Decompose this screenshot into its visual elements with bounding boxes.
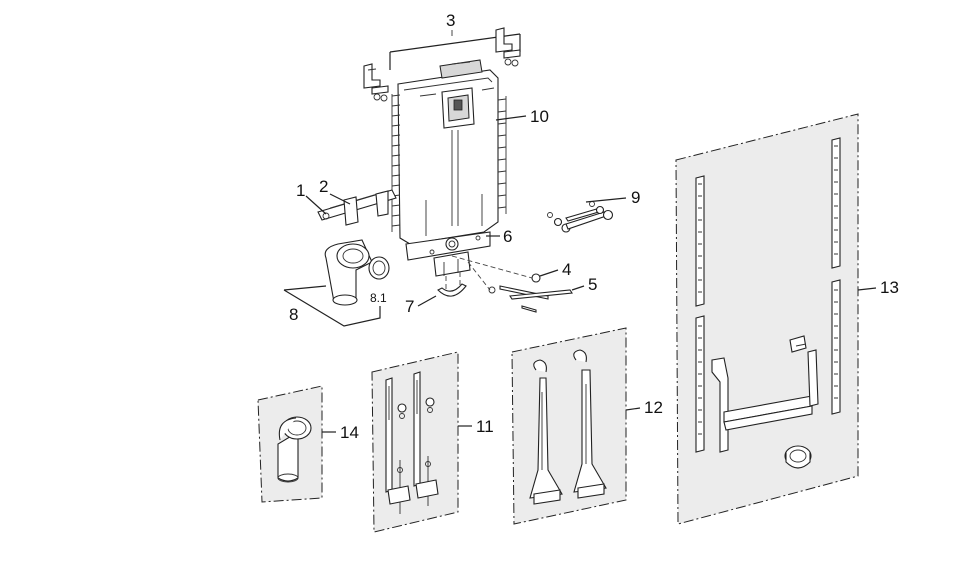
part-7-pipe-clamp (417, 251, 471, 307)
label-7: 7 (405, 297, 414, 316)
label-2: 2 (319, 177, 328, 196)
label-11: 11 (476, 417, 494, 436)
label-8-1: 8.1 (370, 291, 387, 305)
part-3-top-brackets (363, 27, 521, 102)
label-8: 8 (289, 305, 298, 324)
part-labels: 1 2 3 4 5 6 7 8 8.1 9 10 11 12 13 14 (289, 11, 899, 442)
label-1: 1 (296, 181, 305, 200)
part-1-2-side-rail (305, 189, 397, 226)
label-4: 4 (562, 260, 571, 279)
label-5: 5 (588, 275, 597, 294)
part-4-5-bolts (451, 255, 585, 313)
label-6: 6 (503, 227, 512, 246)
label-14: 14 (340, 423, 359, 442)
part-9-screw-set (547, 197, 627, 233)
part-8-bend-pipe (283, 239, 390, 327)
part-10-cistern (391, 59, 527, 261)
part-14-panel (257, 385, 336, 503)
part-12-panel (511, 327, 641, 525)
part-11-panel (371, 351, 472, 533)
label-9: 9 (631, 188, 640, 207)
label-12: 12 (644, 398, 663, 417)
part-13-panel (675, 113, 877, 525)
label-13: 13 (880, 278, 899, 297)
label-3: 3 (446, 11, 455, 30)
label-10: 10 (530, 107, 549, 126)
